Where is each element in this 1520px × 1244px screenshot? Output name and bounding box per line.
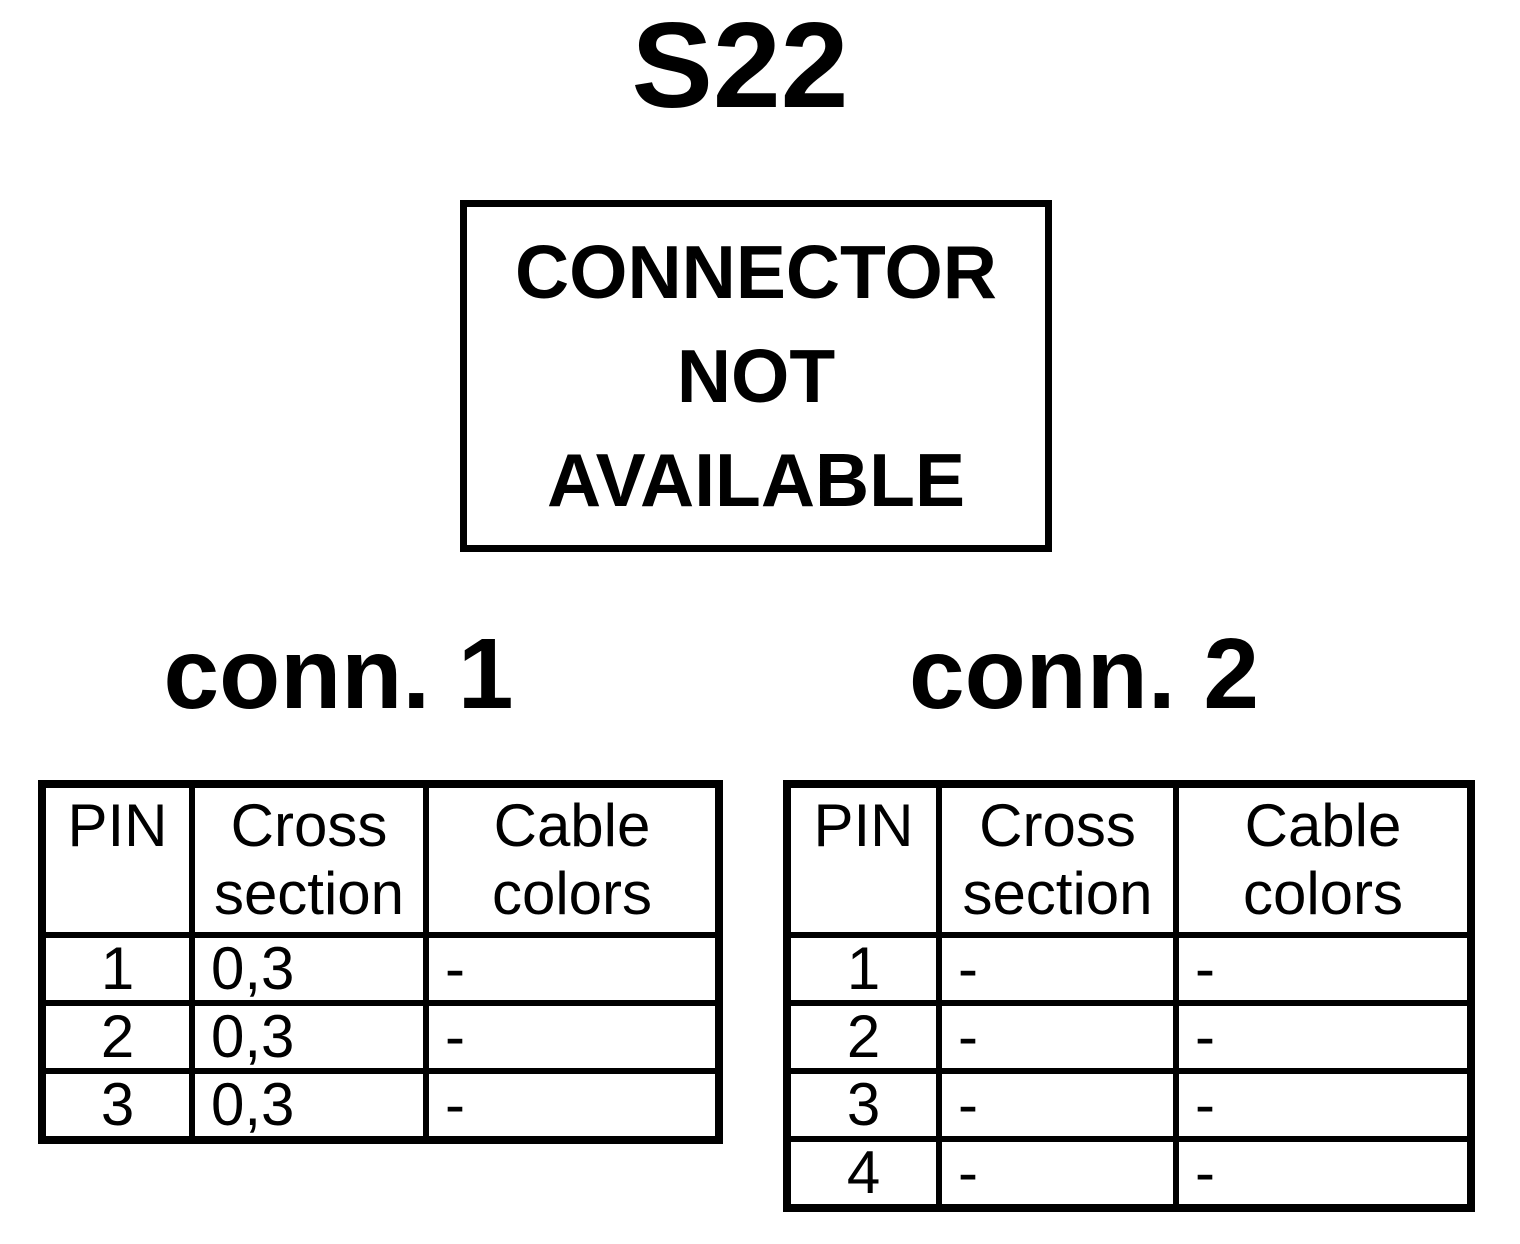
cross-section-cell: 0,3 bbox=[195, 938, 423, 1000]
cross-section-header: Cross section bbox=[195, 788, 423, 932]
pin-cell: 1 bbox=[791, 938, 936, 1000]
cable-colors-cell: - bbox=[1179, 1142, 1467, 1204]
notice-line: AVAILABLE bbox=[546, 438, 966, 522]
cross-section-cell: - bbox=[942, 1074, 1173, 1136]
connector-not-available-box: CONNECTOR NOT AVAILABLE bbox=[460, 200, 1052, 552]
cross-section-cell: 0,3 bbox=[195, 1074, 423, 1136]
cable-colors-cell: - bbox=[429, 1006, 715, 1068]
cross-section-cell: - bbox=[942, 1006, 1173, 1068]
page-title: S22 bbox=[631, 0, 849, 133]
pin-cell: 2 bbox=[46, 1006, 189, 1068]
conn2-heading: conn. 2 bbox=[908, 618, 1260, 730]
conn1-table: PIN Cross section Cable colors 1 0,3 - 2… bbox=[38, 780, 723, 1144]
notice-line: CONNECTOR bbox=[515, 230, 997, 314]
cross-section-header: Cross section bbox=[942, 788, 1173, 932]
cable-colors-cell: - bbox=[1179, 1074, 1467, 1136]
cable-colors-cell: - bbox=[429, 1074, 715, 1136]
pin-cell: 1 bbox=[46, 938, 189, 1000]
cable-colors-header: Cable colors bbox=[1179, 788, 1467, 932]
pin-cell: 2 bbox=[791, 1006, 936, 1068]
cross-section-cell: - bbox=[942, 1142, 1173, 1204]
pin-cell: 3 bbox=[46, 1074, 189, 1136]
conn2-table: PIN Cross section Cable colors 1 - - 2 -… bbox=[783, 780, 1475, 1212]
cable-colors-cell: - bbox=[429, 938, 715, 1000]
cable-colors-cell: - bbox=[1179, 938, 1467, 1000]
conn1-heading: conn. 1 bbox=[163, 618, 514, 730]
pin-header: PIN bbox=[46, 788, 189, 932]
notice-line: NOT bbox=[676, 334, 836, 418]
cross-section-cell: - bbox=[942, 938, 1173, 1000]
pin-header: PIN bbox=[791, 788, 936, 932]
pin-cell: 4 bbox=[791, 1142, 936, 1204]
cable-colors-header: Cable colors bbox=[429, 788, 715, 932]
cable-colors-cell: - bbox=[1179, 1006, 1467, 1068]
pin-cell: 3 bbox=[791, 1074, 936, 1136]
cross-section-cell: 0,3 bbox=[195, 1006, 423, 1068]
